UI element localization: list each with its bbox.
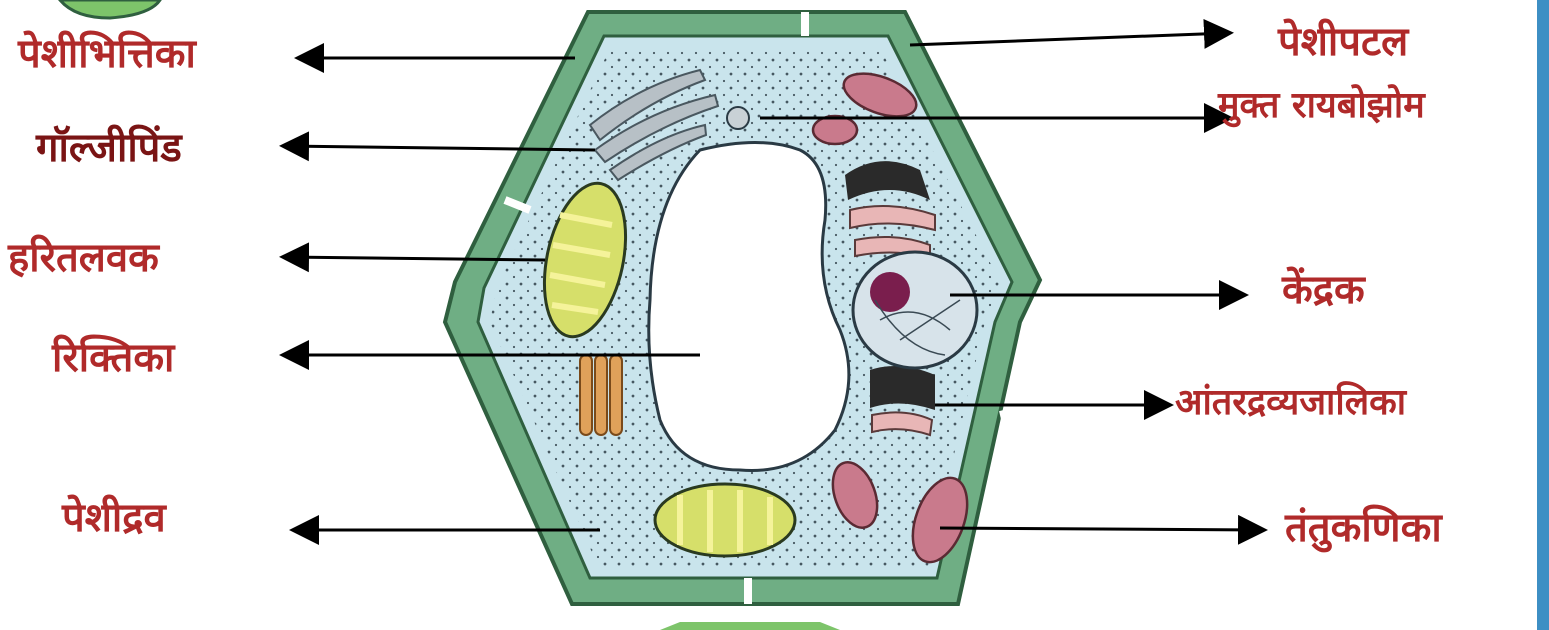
- ribosome-shape: [727, 107, 749, 129]
- right-accent-bar: [1537, 0, 1549, 630]
- chloroplast-bottom-shape: [655, 484, 795, 556]
- label-nucleus: केंद्रक: [1282, 270, 1365, 310]
- bottom-caption-fragment: [660, 622, 840, 630]
- label-chloroplast: हरितलवक: [8, 238, 159, 278]
- label-mitochondria: तंतुकणिका: [1285, 508, 1442, 548]
- label-cell-membrane: पेशीपटल: [1278, 22, 1408, 62]
- tubules-shape: [580, 355, 622, 435]
- label-cell-wall: पेशीभित्तिका: [18, 34, 196, 74]
- label-golgi: गॉल्जीपिंड: [36, 128, 182, 168]
- badge-fragment: [60, 0, 160, 18]
- label-ribosome: मुक्त रायबोझोम: [1218, 88, 1425, 124]
- vacuole-shape: [649, 143, 849, 471]
- label-cytoplasm: पेशीद्रव: [62, 498, 166, 538]
- nucleus-shape: [853, 252, 977, 368]
- label-vacuole: रिक्तिका: [52, 338, 174, 378]
- label-er: आंतरद्रव्यजालिका: [1175, 385, 1406, 421]
